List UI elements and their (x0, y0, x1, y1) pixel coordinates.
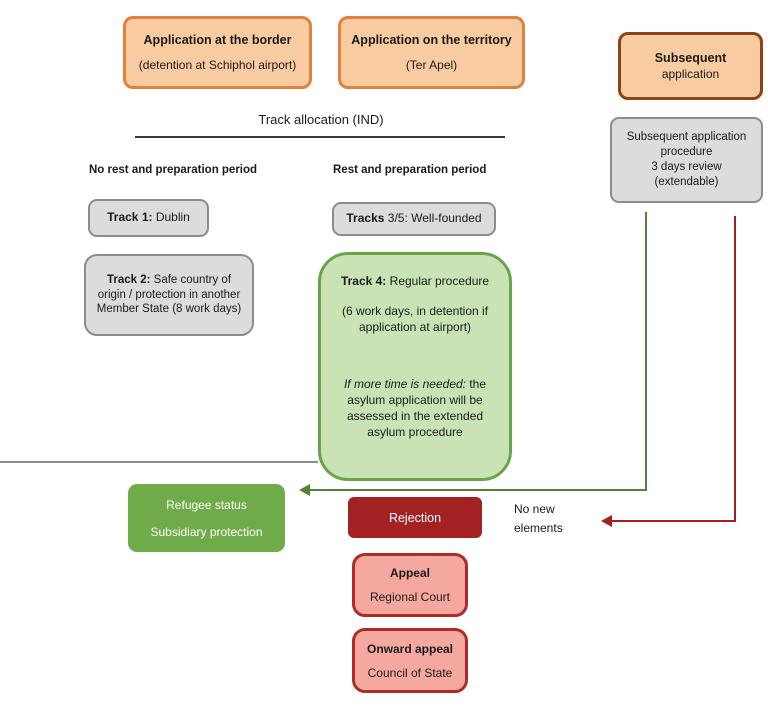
subsequent-procedure-box: Subsequent application procedure 3 days … (610, 117, 763, 203)
subsequent-procedure-line2: 3 days review (651, 161, 722, 173)
track-allocation-title: Track allocation (IND) (258, 112, 384, 127)
appeal-box: Appeal Regional Court (352, 553, 468, 617)
track1-label: Track 1: Dublin (107, 210, 190, 225)
application-on-territory-title: Application on the territory (351, 33, 512, 47)
track-allocation-underline (135, 136, 505, 138)
refugee-status-line2: Subsidiary protection (150, 524, 263, 539)
appeal-subtitle: Regional Court (369, 590, 451, 604)
track2-box: Track 2: Safe country of origin / protec… (84, 254, 254, 336)
subsequent-application-subtitle: application (661, 67, 720, 81)
track4-title: Track 4: Regular procedure (340, 274, 490, 288)
track1-box: Track 1: Dublin (88, 199, 209, 237)
rejection-box: Rejection (348, 497, 482, 538)
decision-divider-line (0, 461, 318, 463)
application-at-border-box: Application at the border (detention at … (123, 16, 312, 89)
application-at-border-subtitle: (detention at Schiphol airport) (138, 58, 297, 72)
track2-label: Track 2: Safe country of origin / protec… (96, 273, 242, 316)
application-on-territory-box: Application on the territory (Ter Apel) (338, 16, 525, 89)
track4-box: Track 4: Regular procedure (6 work days,… (318, 252, 512, 481)
subsequent-procedure-line3: (extendable) (654, 175, 719, 188)
tracks35-label: Tracks 3/5: Well-founded (346, 211, 482, 226)
application-on-territory-subtitle: (Ter Apel) (405, 58, 458, 72)
subsequent-application-title: Subsequent (654, 51, 727, 65)
track4-note: If more time is needed: the asylum appli… (343, 376, 487, 440)
green-connector-horizontal (308, 489, 647, 491)
no-rest-period-header: No rest and preparation period (89, 164, 258, 176)
rejection-label: Rejection (388, 510, 442, 525)
red-arrowhead-icon (601, 515, 612, 527)
onward-appeal-subtitle: Council of State (367, 665, 453, 680)
tracks35-box: Tracks 3/5: Well-founded (332, 202, 496, 236)
onward-appeal-box: Onward appeal Council of State (352, 628, 468, 693)
red-connector-vertical (734, 216, 736, 522)
no-new-elements-label: No new elements (514, 502, 563, 535)
onward-appeal-title: Onward appeal (366, 641, 454, 656)
application-at-border-title: Application at the border (143, 33, 292, 47)
red-connector-horizontal (611, 520, 736, 522)
rest-period-header: Rest and preparation period (333, 164, 487, 176)
refugee-status-box: Refugee status Subsidiary protection (128, 484, 285, 552)
subsequent-application-box: Subsequent application (618, 32, 763, 100)
track4-detail: (6 work days, in detention if applicatio… (341, 304, 489, 335)
subsequent-procedure-line1: Subsequent application procedure (626, 131, 747, 159)
green-arrowhead-icon (299, 484, 310, 496)
refugee-status-line1: Refugee status (166, 497, 247, 512)
green-connector-vertical (645, 212, 647, 490)
appeal-title: Appeal (389, 566, 430, 580)
